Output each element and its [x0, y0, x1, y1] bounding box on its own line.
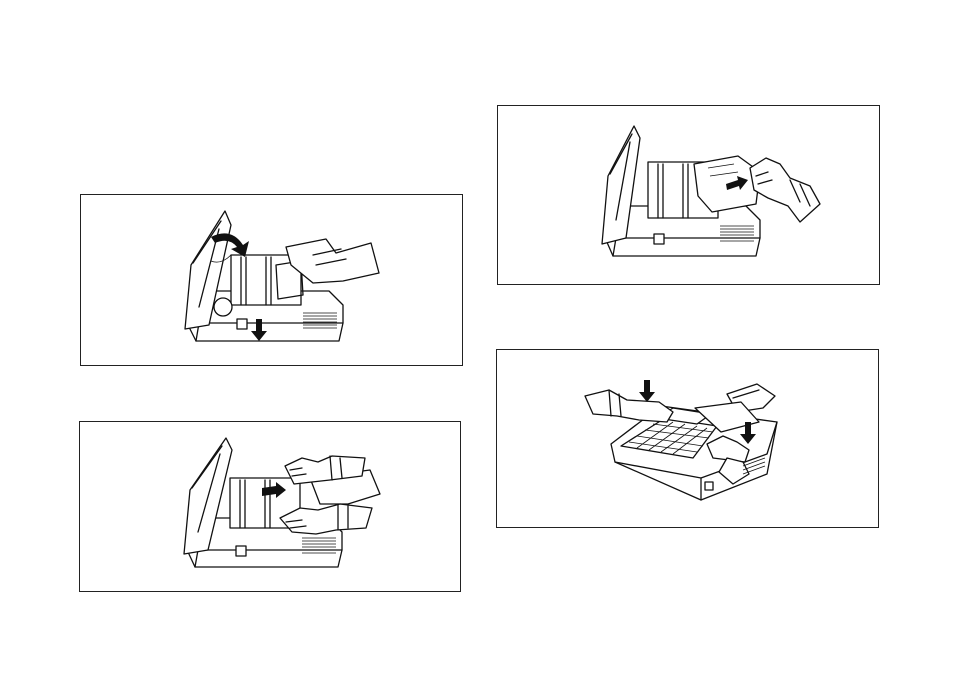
hand-pulling-paper-illustration [498, 106, 881, 286]
illustration-panel-2 [79, 421, 461, 592]
illustration-panel-3 [497, 105, 880, 285]
fax-cover-open-illustration [81, 195, 464, 367]
illustration-panel-1 [80, 194, 463, 366]
hands-closing-cover-illustration [497, 350, 880, 529]
hands-removing-paper-illustration [80, 422, 462, 593]
illustration-panel-4 [496, 349, 879, 528]
